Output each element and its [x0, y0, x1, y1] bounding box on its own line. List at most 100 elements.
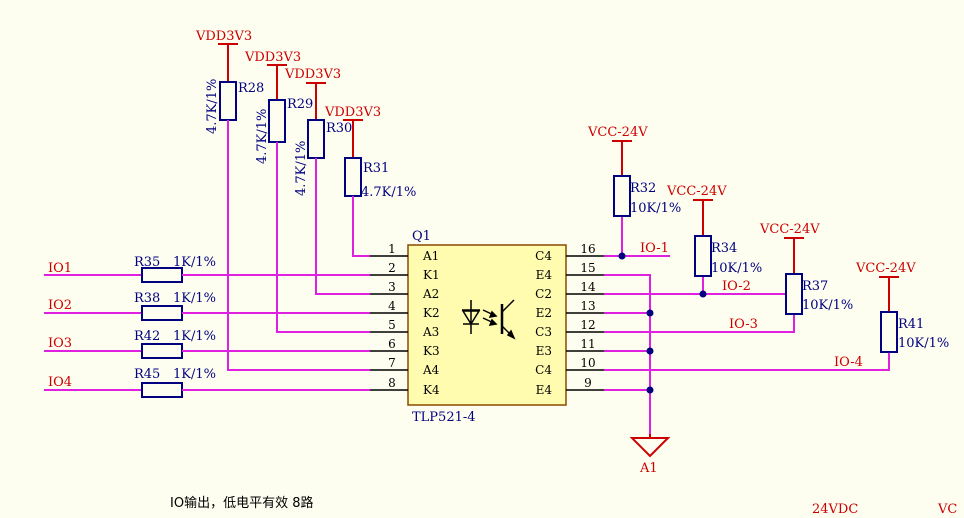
ic-pin-13-name: E2: [536, 306, 552, 320]
ic-pin-12-number: 12: [580, 318, 595, 332]
wire-a3: [276, 142, 370, 333]
out-io2-label: IO-2: [722, 279, 751, 294]
r38-value: 1K/1%: [173, 291, 216, 306]
junction-io2: [699, 290, 707, 298]
vcc-power-2: VCC-24V: [666, 184, 727, 236]
r34-value: 10K/1%: [711, 261, 762, 276]
ic-pin-14-name: C2: [535, 287, 552, 301]
vcc-label-3: VCC-24V: [759, 222, 820, 237]
ic-pin-3-name: A2: [422, 287, 439, 301]
resistor-r32: R32 10K/1%: [613, 175, 681, 217]
r28-value: 4.7K/1%: [205, 79, 220, 134]
vcc-power-3: VCC-24V: [759, 222, 820, 274]
resistor-r30: R30 4.7K/1%: [294, 119, 352, 196]
r45-value: 1K/1%: [173, 367, 216, 382]
ic-pin-16-number: 16: [580, 242, 595, 256]
ic-pin-15-number: 15: [580, 261, 595, 275]
input-io1: IO1 R35 1K/1%: [44, 255, 370, 283]
vdd-label-4: VDD3V3: [324, 105, 381, 120]
ic-pin-6-name: K3: [423, 344, 440, 358]
io2-label: IO2: [48, 298, 72, 313]
wire-io3-out: [604, 314, 795, 333]
ic-part: TLP521-4: [412, 410, 476, 425]
resistor-r37: R37 10K/1%: [785, 273, 853, 315]
ic-pin-11-name: E3: [536, 344, 552, 358]
r32-ref: R32: [630, 181, 656, 196]
out-io1-label: IO-1: [640, 241, 669, 256]
ic-pin-9-name: E4: [536, 383, 553, 397]
wire-a1: [352, 196, 370, 257]
input-io2: IO2 R38 1K/1%: [44, 291, 370, 321]
junction-io1: [618, 252, 626, 260]
resistor-r31: R31 4.7K/1%: [344, 157, 416, 200]
junction-e4: [646, 386, 654, 394]
vdd-power-4: VDD3V3: [324, 105, 381, 158]
ic-ref: Q1: [412, 229, 431, 244]
ic-pin-4-name: K2: [423, 306, 440, 320]
junction-e3: [646, 347, 654, 355]
ic-pin-10-name: C4: [535, 363, 552, 377]
r32-value: 10K/1%: [630, 201, 681, 216]
io1-label: IO1: [48, 261, 72, 276]
vcc-power-4: VCC-24V: [855, 261, 916, 312]
r34-ref: R34: [711, 241, 737, 256]
ic-pin-2-name: K1: [423, 268, 440, 282]
wire-a4: [227, 120, 370, 371]
vdd-power-3: VDD3V3: [284, 67, 341, 120]
resistor-r41: R41 10K/1%: [880, 311, 949, 353]
ground-symbol: A1: [629, 434, 671, 476]
bottom-vcc-label: VC: [937, 502, 957, 517]
input-io4: IO4 R45 1K/1%: [44, 367, 370, 398]
ground-label: A1: [639, 461, 658, 476]
ic-pin-12-name: C3: [535, 325, 552, 339]
ic-pin-3-number: 3: [388, 280, 396, 294]
ic-pin-6-number: 6: [388, 337, 396, 351]
vdd-label-3: VDD3V3: [284, 67, 341, 82]
out-io4-label: IO-4: [834, 355, 863, 370]
resistor-r28: R28 4.7K/1%: [205, 79, 264, 134]
ic-pin-1-number: 1: [388, 242, 396, 256]
ic-pin-5-name: A3: [422, 325, 439, 339]
out-io3-label: IO-3: [729, 317, 758, 332]
io4-label: IO4: [48, 375, 72, 390]
input-io3: IO3 R42 1K/1%: [44, 329, 370, 359]
ic-pin-7-name: A4: [422, 363, 440, 377]
resistor-r34: R34 10K/1%: [694, 235, 762, 277]
ic-pin-13-number: 13: [580, 299, 595, 313]
r41-value: 10K/1%: [898, 336, 949, 351]
ic-body: [407, 244, 567, 406]
ic-pin-15-name: E4: [536, 268, 553, 282]
r37-value: 10K/1%: [802, 298, 853, 313]
note-text: IO输出，低电平有效 8路: [170, 495, 313, 511]
r35-value: 1K/1%: [173, 255, 216, 270]
r31-ref: R31: [363, 161, 389, 176]
vcc-label-4: VCC-24V: [855, 261, 916, 276]
r29-value: 4.7K/1%: [255, 109, 270, 164]
ic-pin-8-number: 8: [388, 376, 396, 390]
ic-pin-1-name: A1: [422, 249, 439, 263]
wire-a2: [315, 158, 370, 295]
bottom-24vdc-label: 24VDC: [812, 502, 858, 517]
vdd-power-2: VDD3V3: [244, 50, 301, 100]
r28-ref: R28: [238, 81, 264, 96]
junction-e2: [646, 309, 654, 317]
ic-pin-14-number: 14: [580, 280, 596, 294]
io3-label: IO3: [48, 336, 72, 351]
r30-value: 4.7K/1%: [294, 141, 309, 196]
r37-ref: R37: [802, 279, 828, 294]
ic-pin-7-number: 7: [388, 356, 396, 370]
vcc-label-1: VCC-24V: [587, 125, 648, 140]
r42-ref: R42: [134, 329, 160, 344]
ic-pin-9-number: 9: [584, 376, 592, 390]
r31-value: 4.7K/1%: [361, 185, 416, 200]
vcc-power-1: VCC-24V: [587, 125, 648, 176]
ic-pin-16-name: C4: [535, 249, 552, 263]
r35-ref: R35: [134, 255, 160, 270]
wire-emitter-bus: [604, 274, 651, 434]
vdd-label-2: VDD3V3: [244, 50, 301, 65]
optocoupler-icon: [461, 299, 516, 340]
